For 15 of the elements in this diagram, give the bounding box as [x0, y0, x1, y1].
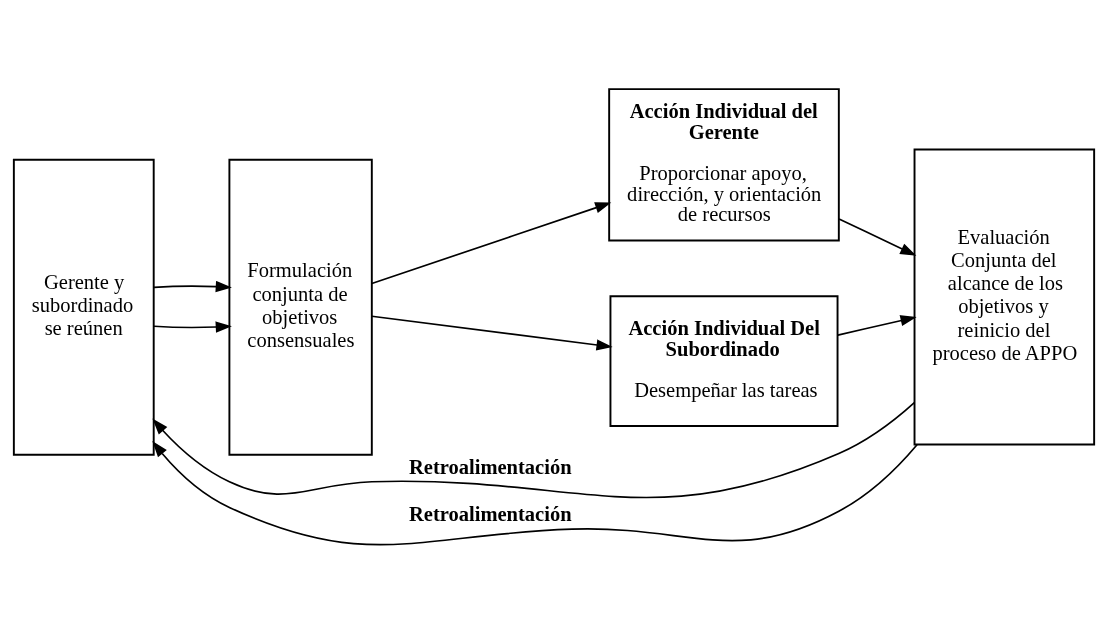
arrow [838, 218, 917, 256]
arrow [371, 202, 612, 285]
edge-label: Retroalimentación [409, 503, 572, 526]
arrow [153, 321, 232, 333]
arrow [152, 401, 916, 499]
node-box: Gerente y subordinado se reúnen [12, 158, 155, 456]
node-box: Acción Individual Del Subordinado Desempeñar las tareas [609, 295, 839, 427]
node-box: Evaluación Conjunta del alcance de los objetivos y reinicio del proceso de APPO [913, 148, 1096, 446]
node-box: Formulación conjunta de objetivos consensuales [228, 158, 373, 456]
arrow [837, 315, 917, 336]
arrow [152, 441, 918, 546]
arrow [153, 280, 232, 293]
edge-label: Retroalimentación [409, 455, 572, 478]
arrow [371, 315, 613, 351]
node-box: Acción Individual del Gerente Proporcionar apoyo, dirección, y orientación de recursos [608, 88, 840, 242]
